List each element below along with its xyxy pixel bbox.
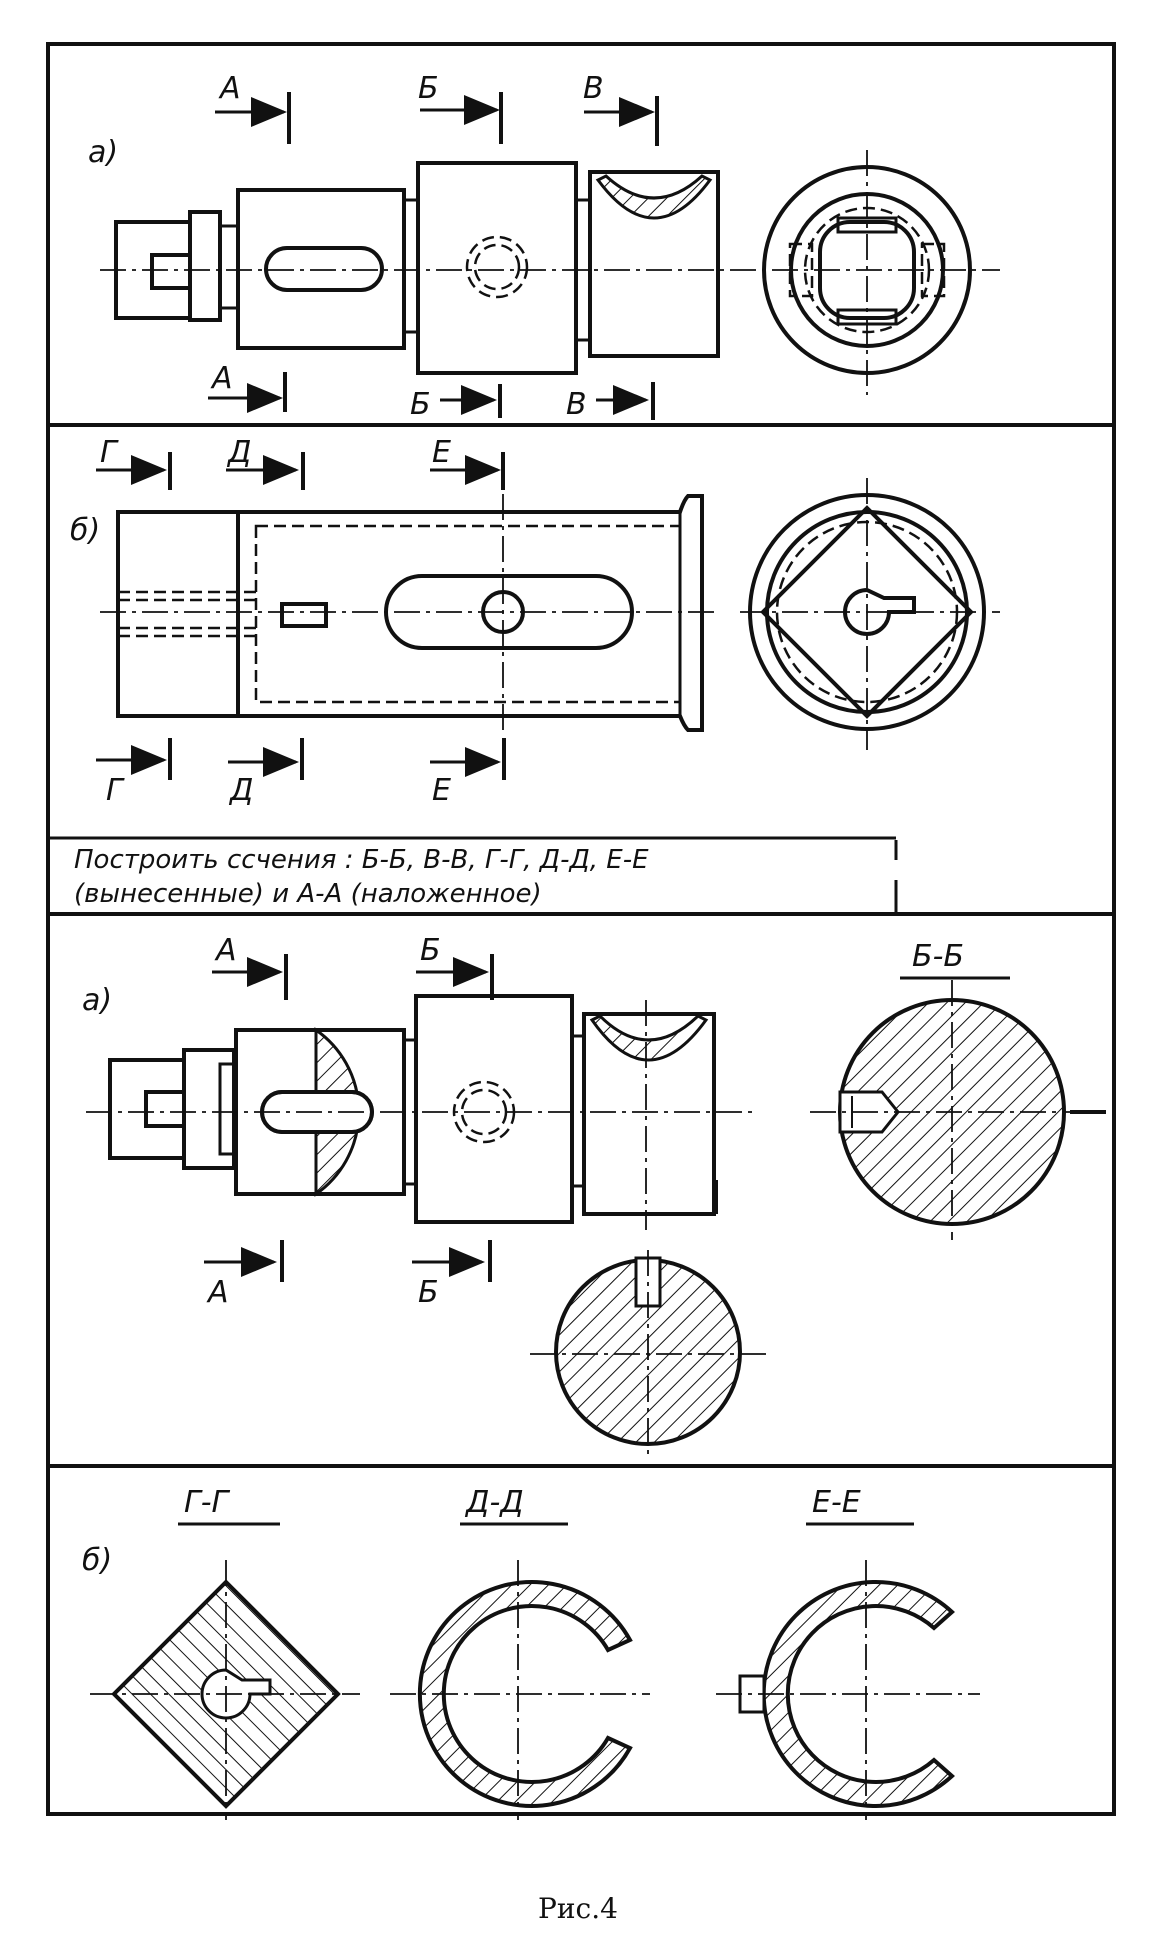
label-part-a: а): [88, 135, 118, 170]
bottom-part-b: б) Г-Г Д-Д Е-Е: [82, 1485, 980, 1820]
top-panel-frame: [46, 42, 1116, 916]
hidden-hole-outer: [465, 235, 529, 299]
bottom-section-mark-b-top: Б: [420, 933, 441, 968]
bottom-section-mark-a-top: А: [214, 933, 237, 968]
figure-caption: Рис.4: [538, 1892, 618, 1925]
section-mark-e-bottom: Е: [432, 773, 451, 808]
section-title-d-d: Д-Д: [464, 1485, 524, 1520]
section-title-g-g: Г-Г: [184, 1485, 231, 1520]
section-mark-b-bottom: Б: [410, 387, 431, 422]
top-part-b: б) Г Д Е Г Д Е: [70, 435, 1000, 808]
label-bottom-part-a: а): [82, 983, 112, 1018]
section-mark-v-bottom: В: [566, 387, 587, 422]
section-mark-g-top: Г: [100, 435, 119, 470]
sleeve-body: [116, 494, 704, 732]
label-part-b: б): [70, 513, 100, 548]
label-bottom-part-b: б): [82, 1543, 112, 1578]
sleeve-bore-hidden: [254, 524, 682, 704]
saddle-segment: [588, 170, 720, 358]
section-mark-e-top: Е: [432, 435, 451, 470]
section-mark-b-top: Б: [418, 71, 439, 106]
section-mark-d-top: Д: [226, 435, 251, 470]
keyway-segment: [236, 188, 406, 350]
section-title-b-b: Б-Б: [912, 939, 964, 974]
section-mark-d-bottom: Д: [228, 773, 253, 808]
section-title-e-e: Е-Е: [812, 1485, 861, 1520]
top-part-a: а) А Б В А Б В: [88, 71, 1000, 422]
section-mark-a-bottom: А: [210, 361, 233, 396]
keyed-bore: [843, 587, 916, 636]
bottom-section-mark-a-bottom: А: [206, 1275, 229, 1310]
keyway-slot: [264, 246, 384, 292]
section-e-e-ring: [761, 1580, 955, 1808]
task-line-1: Построить ссчения : Б-Б, В-В, Г-Г, Д-Д, …: [74, 845, 649, 875]
section-mark-g-bottom: Г: [106, 773, 125, 808]
bottom-section-mark-b-bottom: Б: [418, 1275, 439, 1310]
section-mark-v-top: В: [583, 71, 604, 106]
saddle-cut-hatch: [595, 174, 713, 220]
bottom-part-a: а) А Б А Б Б-Б: [82, 933, 1106, 1460]
section-d-d-ring: [417, 1580, 633, 1808]
end-view-b-square: [760, 505, 974, 719]
bottom-panel-frame: [46, 912, 1116, 1816]
task-line-2: (вынесенные) и А-А (наложенное): [74, 879, 542, 909]
section-mark-a-top: А: [218, 71, 241, 106]
small-rect-hole: [280, 602, 328, 628]
drilled-segment: [416, 161, 578, 375]
